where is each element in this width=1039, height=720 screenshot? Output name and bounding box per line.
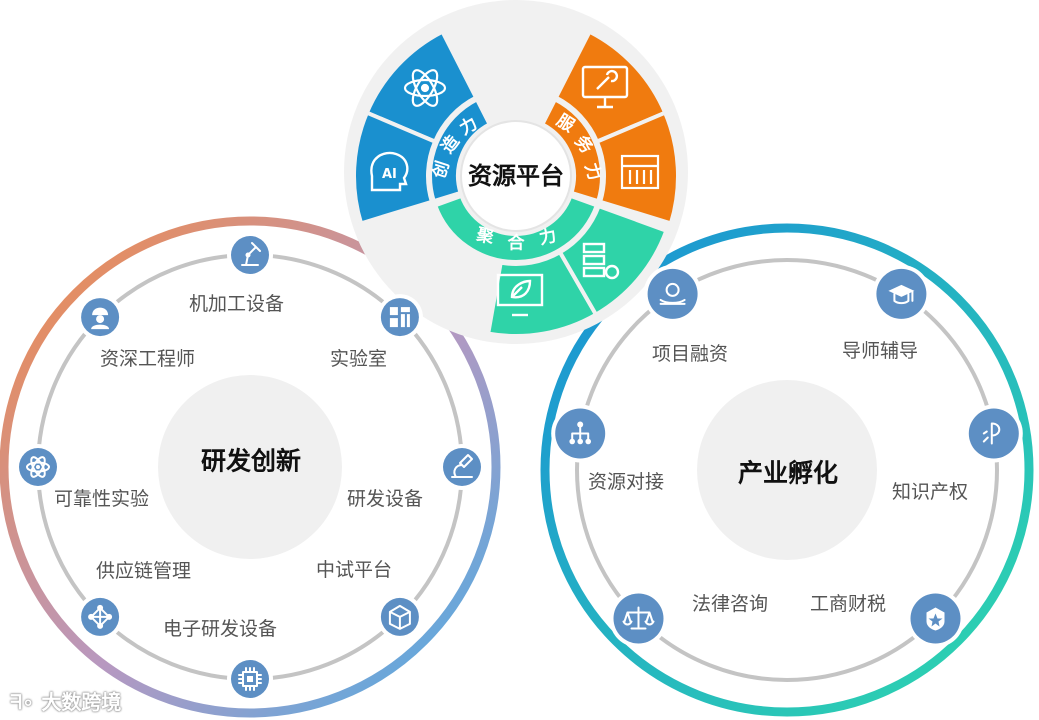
microscope-icon (439, 444, 485, 490)
server-panel-icon (620, 154, 660, 190)
right-item-label: 知识产权 (892, 481, 969, 503)
left-item-label: 研发设备 (347, 488, 424, 510)
hub-center-disc (460, 120, 572, 232)
right-track-ring (575, 258, 999, 682)
grid-blocks-icon (376, 294, 423, 341)
ai-head-icon: AI (370, 151, 409, 192)
top-hub: AI (344, 0, 688, 344)
chip-icon (227, 656, 273, 702)
engineer-icon (77, 294, 124, 341)
left-item-label: 供应链管理 (96, 560, 192, 582)
hand-coin-icon (643, 264, 702, 323)
left-item-label: 可靠性实验 (54, 488, 150, 510)
left-item-label: 资深工程师 (100, 348, 196, 370)
left-item-label: 电子研发设备 (163, 618, 278, 640)
police-badge-icon (906, 589, 965, 648)
monitor-wrench-icon (581, 65, 629, 109)
left-item-label: 中试平台 (316, 559, 393, 581)
segment-label-gather-2: 合 (507, 233, 525, 254)
robot-arm-icon (227, 232, 273, 278)
right-circle-title: 产业孵化 (737, 458, 839, 488)
create-band (428, 96, 493, 204)
right-circle (540, 223, 1034, 717)
right-item-label: 资源对接 (588, 471, 665, 493)
ip-badge-icon (964, 404, 1023, 463)
atom-icon (15, 444, 61, 490)
right-item-label: 项目融资 (652, 343, 729, 365)
leaf-screen-icon (496, 273, 544, 317)
left-item-label: 实验室 (330, 348, 388, 370)
left-circle (0, 216, 501, 718)
network-nodes-icon (77, 593, 124, 640)
cube-icon (376, 593, 423, 640)
left-circle-title: 研发创新 (200, 446, 302, 476)
right-item-label: 导师辅导 (842, 340, 919, 362)
serve-band (539, 96, 604, 204)
watermark-logo-icon: ᖷ∘ (10, 690, 42, 714)
server-gear-icon (582, 242, 620, 280)
graduation-cap-icon (872, 264, 931, 323)
scales-icon (609, 589, 668, 648)
right-inner-disc (697, 380, 877, 560)
right-item-label: 工商财税 (810, 593, 887, 615)
watermark: ᖷ∘ 大数跨境 (10, 690, 122, 714)
svg-text:AI: AI (382, 167, 397, 182)
segment-label-gather-1: 聚 (474, 224, 496, 249)
segment-label-gather-3: 力 (537, 225, 559, 250)
right-item-label: 法律咨询 (692, 593, 769, 615)
hub-title: 资源平台 (468, 162, 564, 190)
org-chart-icon (551, 404, 610, 463)
left-inner-disc (158, 375, 342, 559)
gather-band (432, 193, 600, 264)
left-item-label: 机加工设备 (189, 293, 285, 315)
atom-icon (403, 69, 447, 107)
